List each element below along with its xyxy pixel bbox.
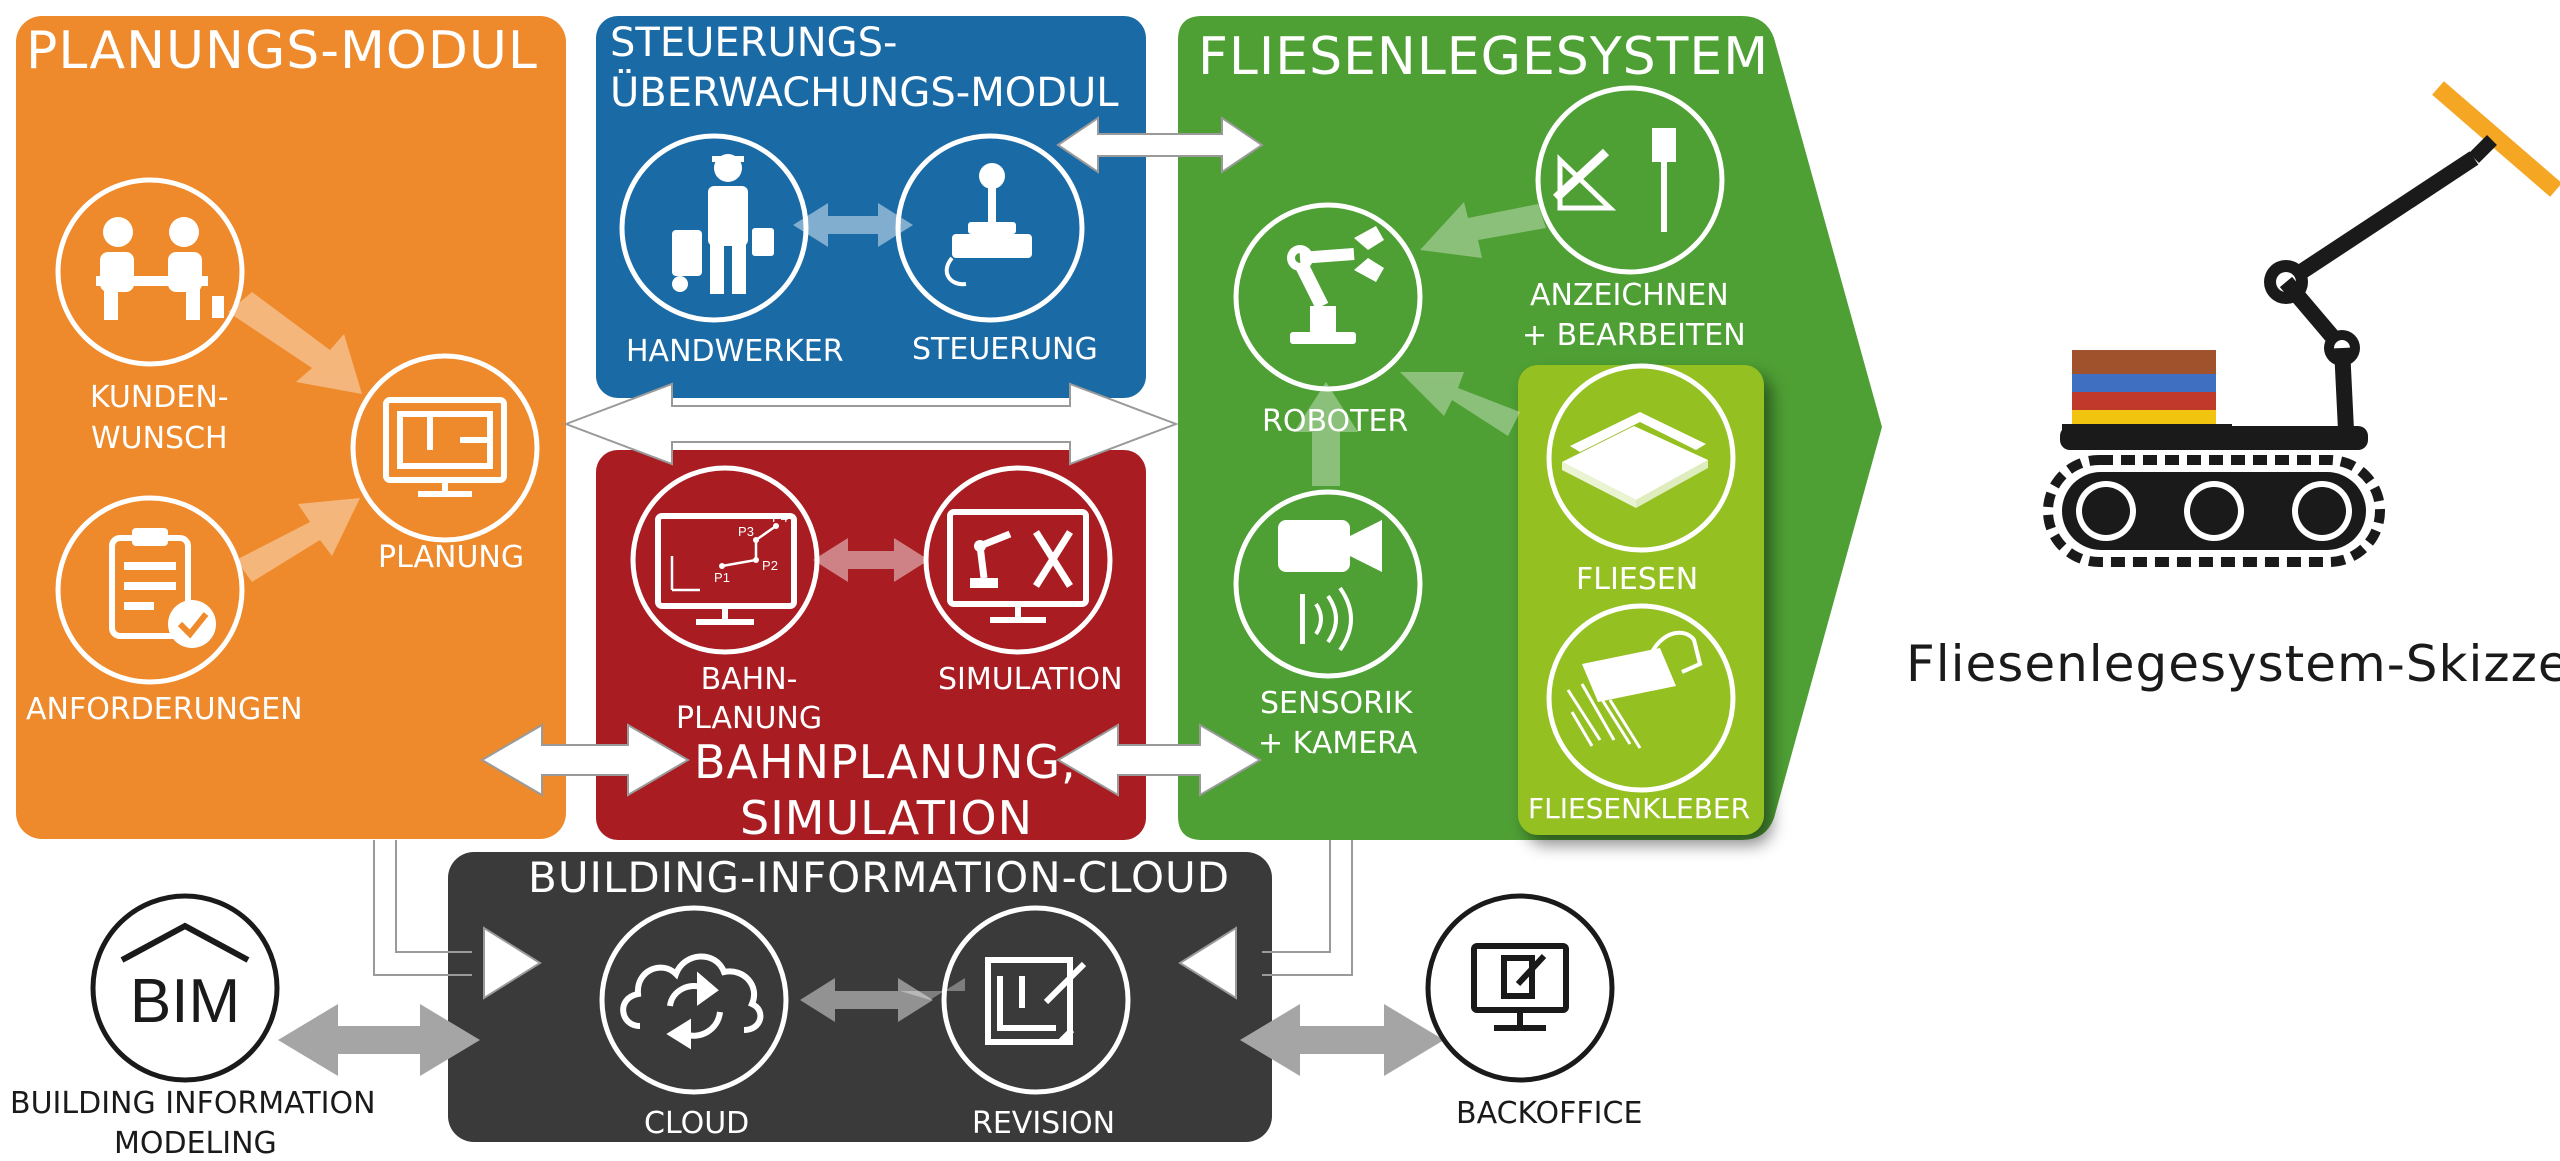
sketch-caption: Fliesenlegesystem-Skizze [1906,635,2560,693]
cloud-backoffice-arrow [1240,1004,1444,1076]
circle-outlines [55,85,1736,1095]
cloud-sync-icon [620,953,764,1050]
handwerker-label: HANDWERKER [626,334,844,369]
simulation-module-title-line2: SIMULATION [740,791,1033,845]
planning-module-title: PLANUNGS-MODUL [26,21,538,81]
planning-monitor-icon [383,397,507,497]
simulation-module-panel [596,450,1146,840]
joystick-icon [944,163,1032,287]
fliesenkleber-label: FLIESENKLEBER [1528,792,1751,825]
cloud-label: CLOUD [644,1106,750,1141]
internal-arrows-solid [900,978,965,1000]
path-point-p1: P1 [714,570,730,585]
bim-circle [90,893,280,1083]
robot-arm-icon [1287,226,1384,344]
tiles-subpanel [1518,365,1764,835]
revision-document-icon [985,957,1087,1045]
sensorik-label-line2: + KAMERA [1258,726,1418,761]
steuerung-label: STEUERUNG [912,332,1098,367]
connector-arrows [480,116,1264,797]
trowel-icon [1566,630,1703,749]
control-module-title-line1: STEUERUNGS- [610,20,898,66]
bim-label-line1: BUILDING INFORMATION [10,1086,376,1121]
fliesen-label: FLIESEN [1576,562,1699,597]
sensorik-label-line1: SENSORIK [1260,686,1413,721]
bim-cloud-arrow [278,1004,480,1076]
robot-sketch [2043,81,2560,567]
tiling-system-title: FLIESENLEGESYSTEM [1198,27,1770,87]
arrow-into-cloud-right [1178,926,1237,1000]
path-point-p2: P2 [762,558,778,573]
simulation-module-title-line1: BAHNPLANUNG, [694,735,1077,789]
path-point-p4: P4 [772,510,788,525]
bahnplanung-label: BAHN- PLANUNG [676,662,823,736]
worker-icon [672,154,774,294]
marking-drill-icon [1552,128,1676,232]
anzeichnen-label-line1: ANZEICHNEN [1530,278,1729,313]
backoffice-label: BACKOFFICE [1456,1096,1643,1131]
path-planning-monitor-icon [655,513,797,625]
tiles-icon [1562,412,1708,508]
planung-label: PLANUNG [378,540,525,575]
backoffice-circle [1425,893,1615,1083]
elbow-arrows [373,840,1353,976]
bim-house-roof-icon [120,922,250,963]
cloud-panel [448,852,1272,1142]
path-point-p3: P3 [738,524,754,539]
roboter-label: ROBOTER [1262,404,1409,439]
bim-label-line2: MODELING [114,1126,277,1161]
tiling-flow-arrows [1294,202,1546,486]
camera-sensor-icon [1278,520,1382,652]
backoffice-monitor-icon [1471,943,1569,1031]
internal-arrows [793,203,933,1022]
arrow-into-cloud-left [483,926,542,1000]
cloud-panel-title: BUILDING-INFORMATION-CLOUD [528,853,1231,902]
bim-logo-text: BIM [130,967,240,1036]
simulation-monitor-icon [947,509,1089,623]
meeting-icon [96,217,224,320]
anzeichnen-label-line2: + BEARBEITEN [1522,318,1746,353]
revision-label: REVISION [972,1106,1116,1141]
kundenwunsch-label: KUNDEN- WUNSCH [90,380,229,456]
control-module-title-line2: ÜBERWACHUNGS-MODUL [610,70,1119,116]
control-module-panel [596,16,1146,398]
clipboard-icon [109,528,216,648]
simulation-label: SIMULATION [938,662,1123,697]
planning-flow-arrows [228,292,362,582]
anforderungen-label: ANFORDERUNGEN [26,692,303,727]
